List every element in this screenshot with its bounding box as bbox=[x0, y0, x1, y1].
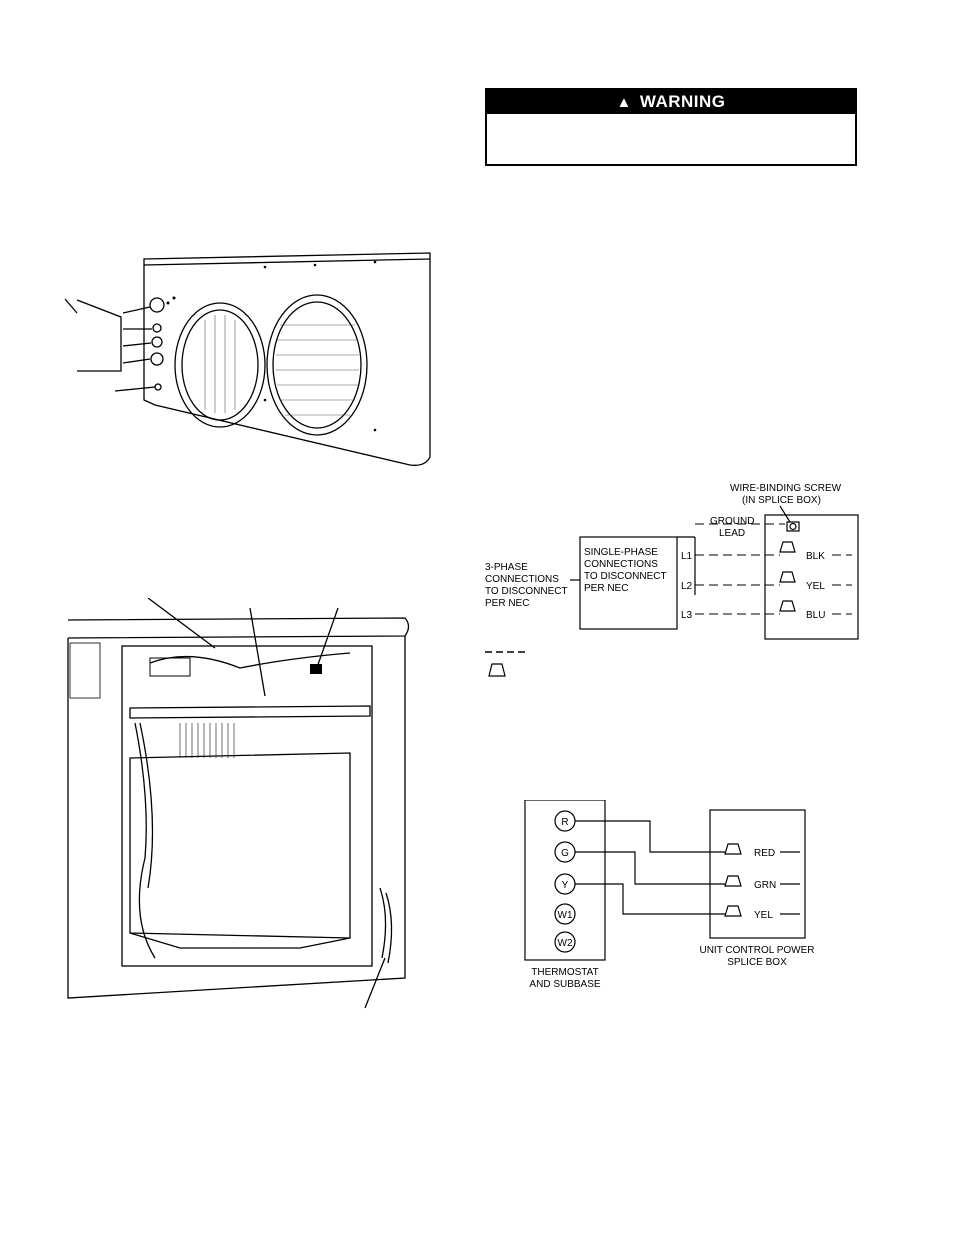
ground-lead-label: GROUND bbox=[710, 516, 754, 527]
three-phase-label-1: 3-PHASE bbox=[485, 562, 528, 573]
warning-box: ▲ WARNING bbox=[485, 88, 857, 166]
warning-triangle-icon: ▲ bbox=[616, 93, 632, 111]
thermostat-label-2: AND SUBBASE bbox=[529, 979, 600, 990]
three-phase-label-4: PER NEC bbox=[485, 598, 529, 609]
terminal-w1: W1 bbox=[558, 910, 573, 921]
line-label-l2: L2 bbox=[681, 581, 693, 592]
terminal-w2: W2 bbox=[558, 938, 573, 949]
thermostat-wiring-diagram: R G Y W1 W2 THERMOSTAT AND SUBBASE UNIT … bbox=[524, 800, 815, 990]
terminal-y: Y bbox=[562, 880, 569, 891]
wire-yel: YEL bbox=[754, 910, 773, 921]
warning-title: WARNING bbox=[639, 92, 726, 111]
unit-interior-figure bbox=[67, 598, 410, 1009]
terminal-g: G bbox=[561, 848, 569, 859]
wire-red: RED bbox=[754, 848, 775, 859]
single-phase-label-2: CONNECTIONS bbox=[584, 559, 658, 570]
wire-label-blu: BLU bbox=[806, 610, 825, 621]
line-label-l3: L3 bbox=[681, 610, 693, 621]
single-phase-label-4: PER NEC bbox=[584, 583, 628, 594]
ground-lead-label-2: LEAD bbox=[719, 528, 745, 539]
unit-side-panel-figure bbox=[64, 252, 431, 466]
line-label-l1: L1 bbox=[681, 551, 693, 562]
single-phase-label-3: TO DISCONNECT bbox=[584, 571, 667, 582]
terminal-r: R bbox=[561, 817, 568, 828]
single-phase-label-1: SINGLE-PHASE bbox=[584, 547, 658, 558]
splice-label-2: SPLICE BOX bbox=[727, 957, 787, 968]
thermostat-label-1: THERMOSTAT bbox=[531, 967, 598, 978]
wire-label-blk: BLK bbox=[806, 551, 825, 562]
splice-label-1: UNIT CONTROL POWER bbox=[699, 945, 814, 956]
power-wiring-diagram: WIRE-BINDING SCREW (IN SPLICE BOX) GROUN… bbox=[485, 483, 859, 677]
three-phase-label-2: CONNECTIONS bbox=[485, 574, 559, 585]
wire-label-yel: YEL bbox=[806, 581, 825, 592]
three-phase-label-3: TO DISCONNECT bbox=[485, 586, 568, 597]
wire-binding-screw-label-2: (IN SPLICE BOX) bbox=[742, 495, 821, 506]
wire-grn: GRN bbox=[754, 880, 776, 891]
warning-header: ▲ WARNING bbox=[487, 90, 855, 114]
wire-binding-screw-label: WIRE-BINDING SCREW bbox=[730, 483, 842, 494]
